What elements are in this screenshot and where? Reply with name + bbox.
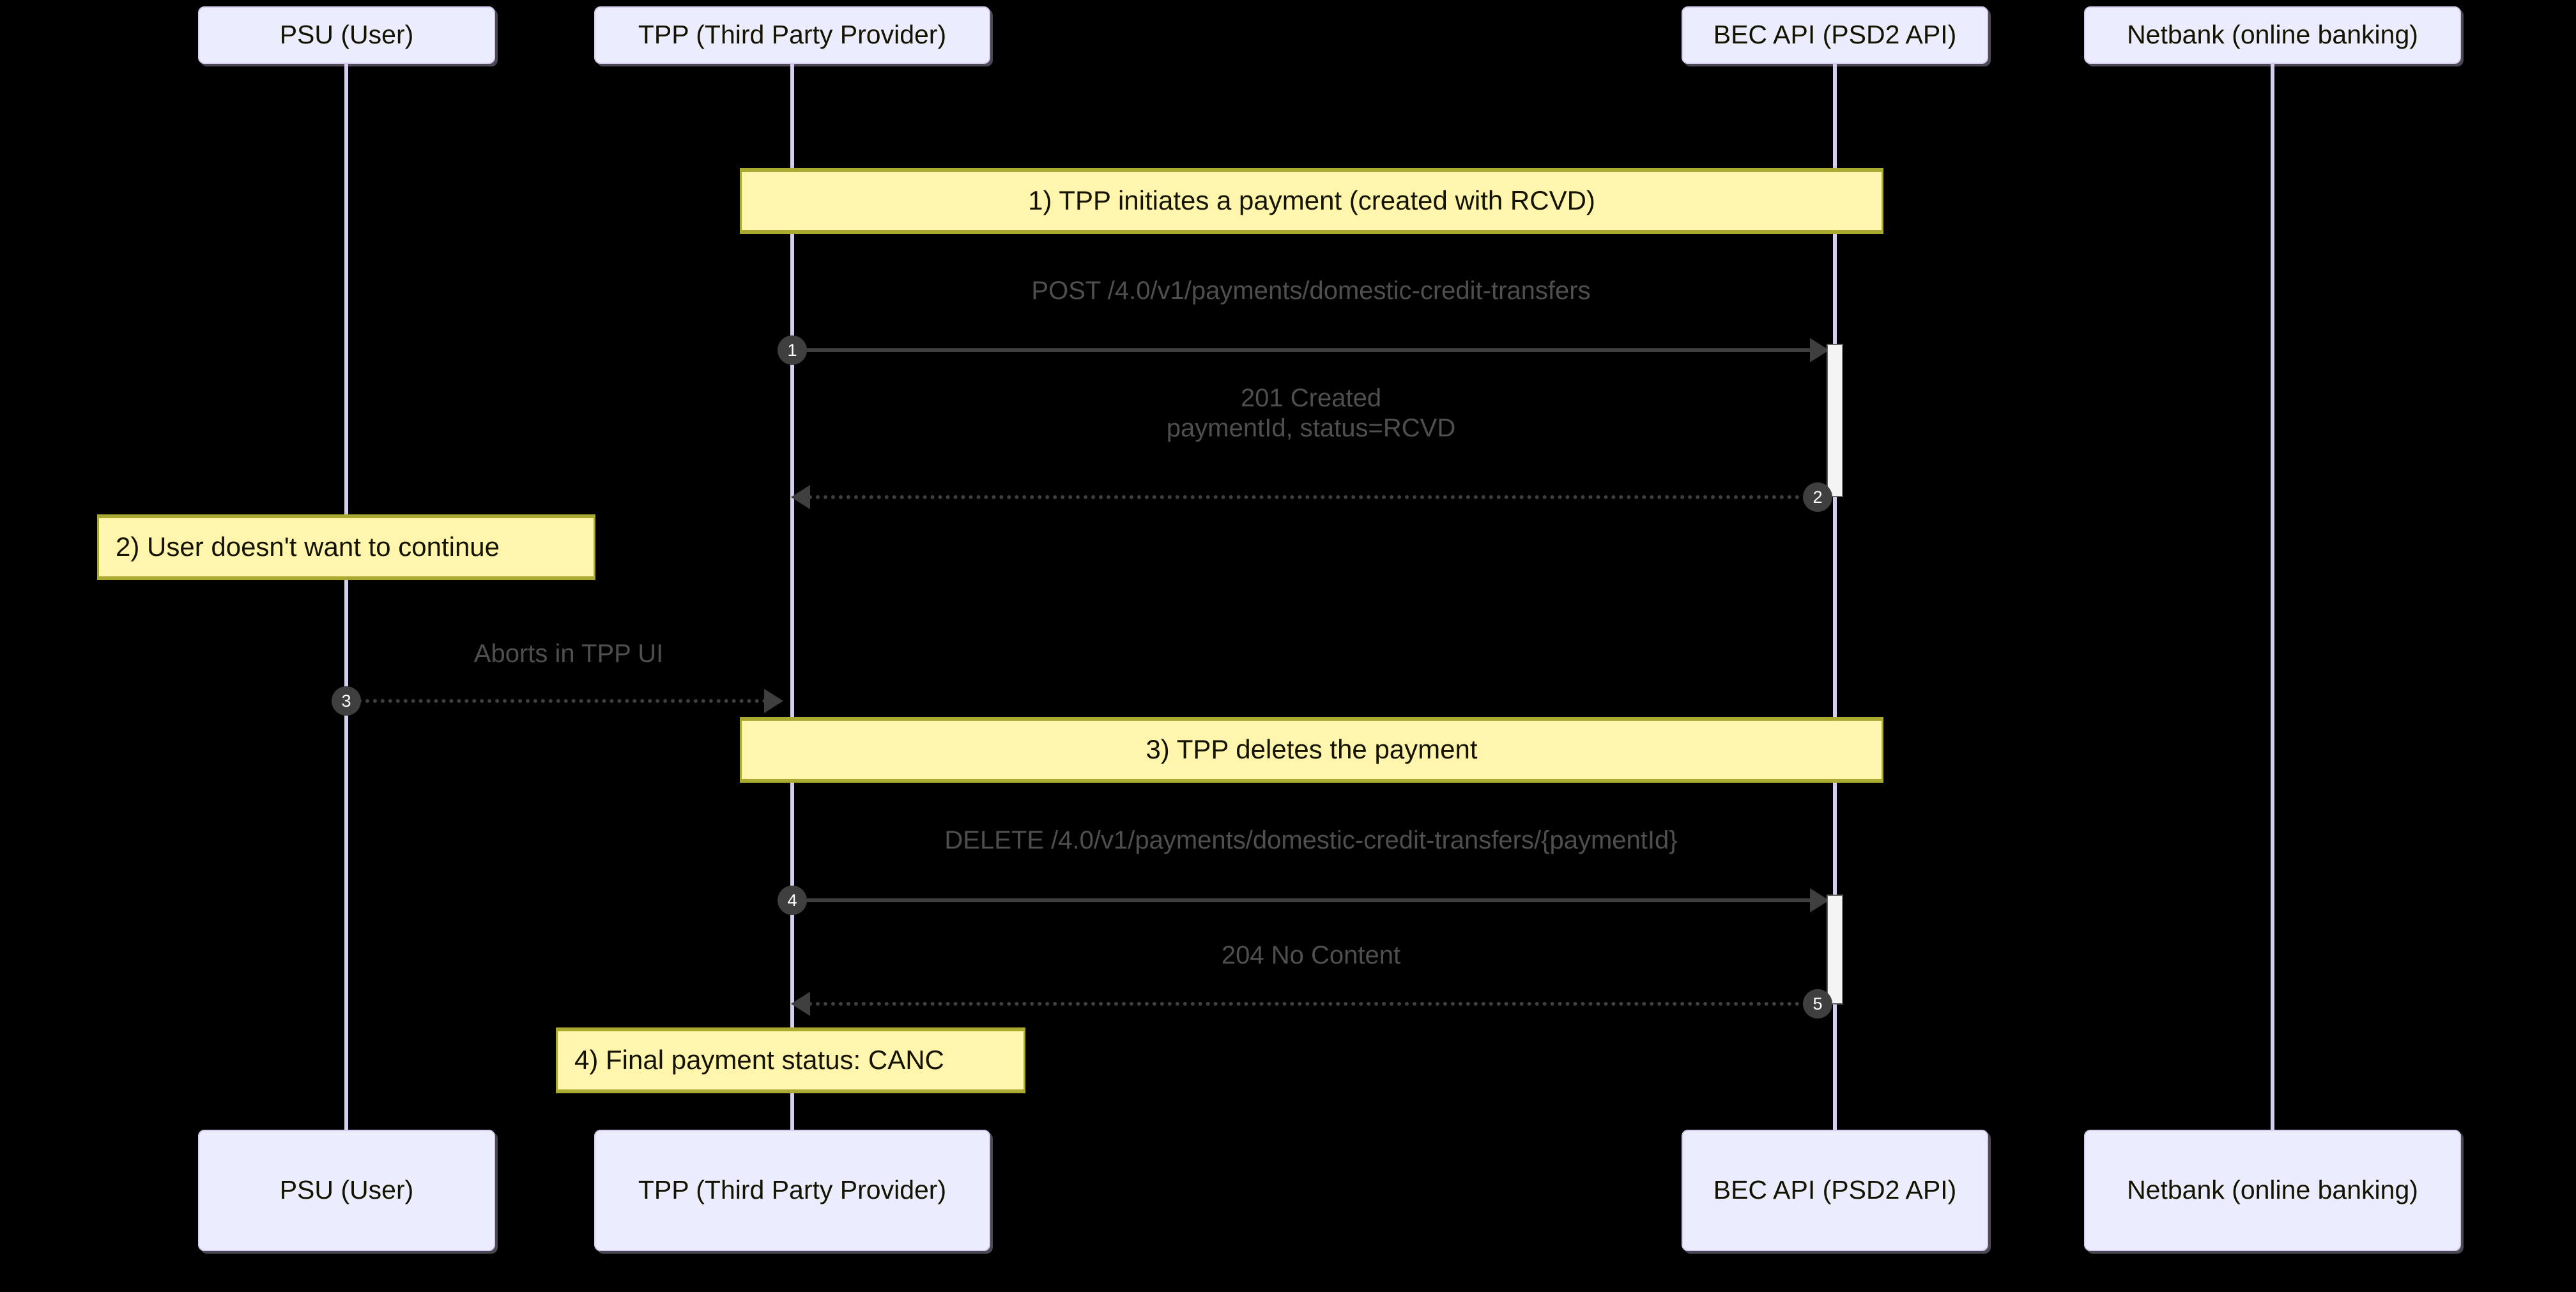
message-4-sequence-number: 4 bbox=[778, 886, 807, 915]
participant-tpp-bottom[interactable]: TPP (Third Party Provider) bbox=[594, 1130, 990, 1251]
participant-netbank-bottom[interactable]: Netbank (online banking) bbox=[2084, 1130, 2461, 1251]
participant-bec-top[interactable]: BEC API (PSD2 API) bbox=[1682, 6, 1988, 64]
participant-netbank-bottom-label: Netbank (online banking) bbox=[2127, 1175, 2418, 1205]
activation-bec-1 bbox=[1827, 344, 1843, 497]
participant-bec-bottom-label: BEC API (PSD2 API) bbox=[1713, 1175, 1957, 1205]
lifeline-bec bbox=[1833, 58, 1837, 1130]
participant-tpp-top-label: TPP (Third Party Provider) bbox=[638, 20, 947, 50]
note-4-text: 4) Final payment status: CANC bbox=[574, 1045, 944, 1075]
message-2-line bbox=[808, 495, 1830, 499]
note-3-text: 3) TPP deletes the payment bbox=[1146, 734, 1478, 765]
participant-psu-bottom-label: PSU (User) bbox=[279, 1175, 414, 1205]
message-1-arrowhead-icon bbox=[1810, 338, 1829, 362]
note-user-abort: 2) User doesn't want to continue bbox=[97, 514, 595, 580]
message-1-sequence-number: 1 bbox=[778, 335, 807, 365]
lifeline-psu bbox=[344, 58, 348, 1130]
message-1-label: POST /4.0/v1/payments/domestic-credit-tr… bbox=[1031, 277, 1591, 305]
note-final-payment-status: 4) Final payment status: CANC bbox=[556, 1027, 1025, 1093]
message-5-label: 204 No Content bbox=[1221, 941, 1401, 969]
message-2-label: 201 Created paymentId, status=RCVD bbox=[1167, 383, 1455, 443]
participant-psu-top-label: PSU (User) bbox=[279, 20, 414, 50]
message-5-line bbox=[808, 1002, 1830, 1006]
participant-psu-top[interactable]: PSU (User) bbox=[198, 6, 495, 64]
message-4-label: DELETE /4.0/v1/payments/domestic-credit-… bbox=[944, 826, 1678, 854]
note-1-text: 1) TPP initiates a payment (created with… bbox=[1028, 185, 1595, 216]
message-4-arrowhead-icon bbox=[1810, 888, 1829, 912]
lifeline-tpp bbox=[790, 58, 794, 1130]
lifeline-netbank bbox=[2271, 58, 2274, 1130]
activation-bec-2 bbox=[1827, 895, 1843, 1004]
message-2-sequence-number: 2 bbox=[1803, 482, 1832, 512]
message-2-label-line2: paymentId, status=RCVD bbox=[1166, 414, 1456, 443]
note-2-text: 2) User doesn't want to continue bbox=[116, 532, 500, 562]
participant-bec-top-label: BEC API (PSD2 API) bbox=[1713, 20, 1957, 50]
participant-tpp-top[interactable]: TPP (Third Party Provider) bbox=[594, 6, 990, 64]
participant-bec-bottom[interactable]: BEC API (PSD2 API) bbox=[1682, 1130, 1988, 1251]
participant-psu-bottom[interactable]: PSU (User) bbox=[198, 1130, 495, 1251]
participant-netbank-top[interactable]: Netbank (online banking) bbox=[2084, 6, 2461, 64]
message-1-line bbox=[792, 348, 1814, 352]
participant-netbank-top-label: Netbank (online banking) bbox=[2127, 20, 2418, 50]
message-3-label: Aborts in TPP UI bbox=[473, 640, 664, 668]
note-tpp-initiates-payment: 1) TPP initiates a payment (created with… bbox=[740, 168, 1883, 234]
message-3-sequence-number: 3 bbox=[332, 686, 361, 716]
message-4-line bbox=[792, 898, 1814, 902]
message-3-arrowhead-icon bbox=[764, 689, 783, 713]
message-2-label-line1: 201 Created bbox=[1240, 384, 1382, 412]
message-2-arrowhead-icon bbox=[791, 485, 810, 509]
message-3-line bbox=[358, 699, 767, 703]
message-5-sequence-number: 5 bbox=[1803, 989, 1832, 1019]
note-tpp-deletes-payment: 3) TPP deletes the payment bbox=[740, 717, 1883, 783]
message-5-arrowhead-icon bbox=[791, 992, 810, 1016]
participant-tpp-bottom-label: TPP (Third Party Provider) bbox=[638, 1175, 947, 1205]
